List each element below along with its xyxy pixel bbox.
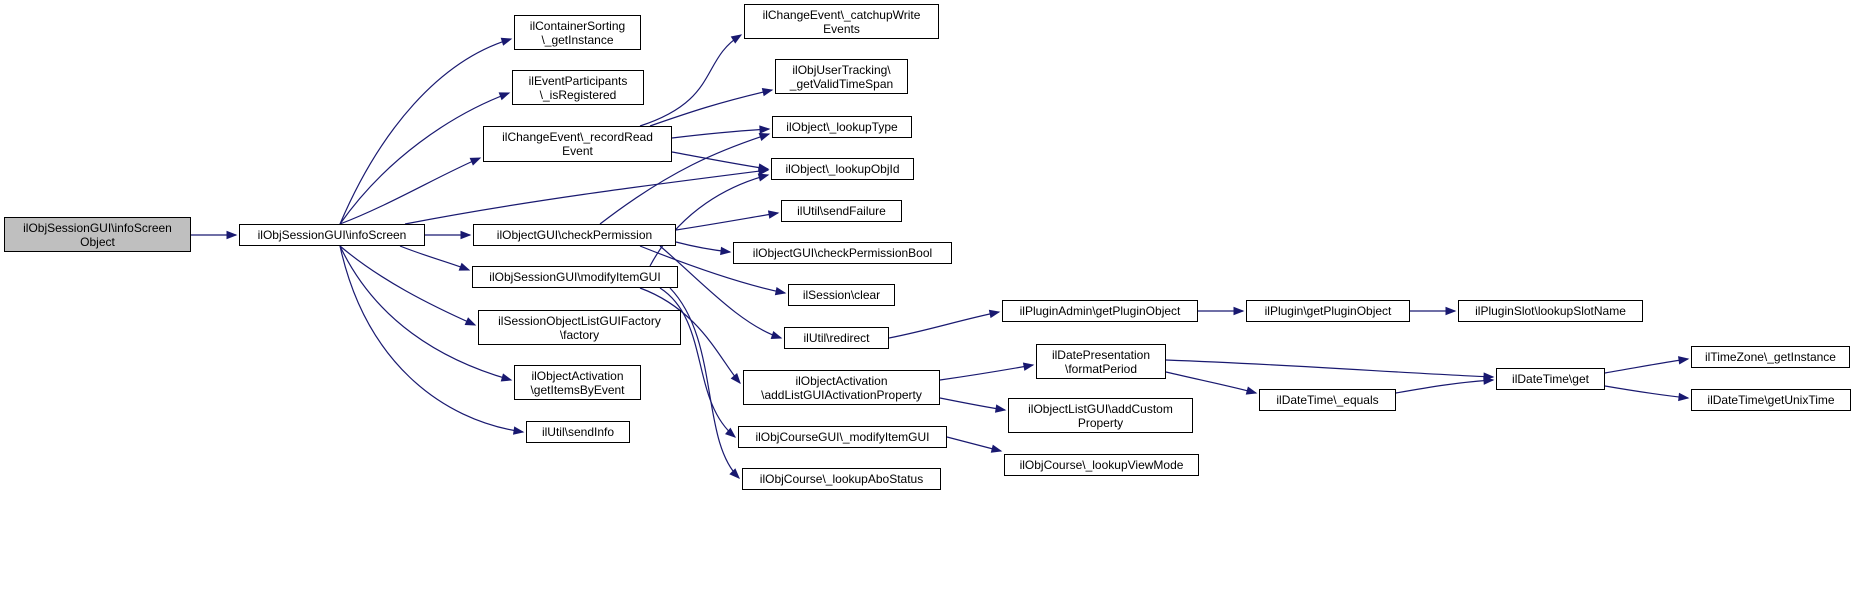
arrowhead-check-permission-to-lookup-type xyxy=(758,132,771,141)
node-redirect[interactable]: ilUtil\redirect xyxy=(784,327,889,349)
node-lookup-abo-status[interactable]: ilObjCourse\_lookupAboStatus xyxy=(742,468,941,490)
arrowhead-plugin-get-plugin-object-to-lookup-slot-name xyxy=(1445,306,1457,316)
edge-info-screen-to-send-info xyxy=(339,245,524,433)
node-course-modify-item-gui[interactable]: ilObjCourseGUI\_modifyItemGUI xyxy=(738,426,947,448)
edge-record-read-event-to-lookup-type xyxy=(671,128,770,139)
arrowhead-record-read-event-to-lookup-obj-id xyxy=(757,163,770,172)
node-info-screen[interactable]: ilObjSessionGUI\infoScreen xyxy=(239,224,425,246)
arrowhead-modify-item-gui-to-course-modify-item-gui xyxy=(725,427,737,438)
node-catchup-write-events[interactable]: ilChangeEvent\_catchupWrite Events xyxy=(744,4,939,39)
edge-info-screen-to-lookup-obj-id xyxy=(404,169,769,225)
edge-modify-item-gui-to-add-list-gui-activation-property xyxy=(639,287,741,384)
node-date-time-equals[interactable]: ilDateTime\_equals xyxy=(1259,389,1396,411)
edge-check-permission-to-redirect xyxy=(659,245,782,339)
arrowhead-info-screen-to-container-sorting xyxy=(500,37,513,46)
arrowhead-check-permission-to-send-failure xyxy=(767,210,780,219)
edge-info-screen-to-record-read-event xyxy=(339,157,481,225)
edge-check-permission-to-send-failure xyxy=(675,212,779,231)
node-lookup-type[interactable]: ilObject\_lookupType xyxy=(772,116,912,138)
edge-date-time-get-to-time-zone-get-instance xyxy=(1604,358,1689,374)
edge-modify-item-gui-to-lookup-abo-status xyxy=(669,287,740,479)
node-plugin-get-plugin-object[interactable]: ilPlugin\getPluginObject xyxy=(1246,300,1410,322)
arrowhead-info-screen-to-send-info xyxy=(512,426,525,435)
edge-format-period-to-date-time-equals xyxy=(1165,371,1257,394)
arrowhead-modify-item-gui-to-add-list-gui-activation-property xyxy=(730,373,741,385)
arrowhead-record-read-event-to-catchup-write-events xyxy=(730,34,743,44)
node-send-info[interactable]: ilUtil\sendInfo xyxy=(526,421,630,443)
edge-redirect-to-plugin-admin-get-plugin-object xyxy=(888,311,1000,339)
arrowhead-date-time-get-to-time-zone-get-instance xyxy=(1677,356,1690,365)
edge-record-read-event-to-lookup-obj-id xyxy=(671,151,769,170)
edge-modify-item-gui-to-lookup-obj-id xyxy=(649,174,769,267)
node-session-object-list-factory[interactable]: ilSessionObjectListGUIFactory \factory xyxy=(478,310,681,345)
edge-check-permission-to-lookup-type xyxy=(599,133,770,225)
node-get-valid-time-span[interactable]: ilObjUserTracking\ _getValidTimeSpan xyxy=(775,59,908,94)
node-lookup-obj-id[interactable]: ilObject\_lookupObjId xyxy=(771,158,914,180)
arrowhead-info-screen-to-session-object-list-factory xyxy=(464,317,477,326)
edge-activation-property-to-format-period xyxy=(939,364,1034,381)
node-event-participants[interactable]: ilEventParticipants \_isRegistered xyxy=(512,70,644,105)
edge-info-screen-to-container-sorting xyxy=(339,38,512,225)
node-lookup-slot-name[interactable]: ilPluginSlot\lookupSlotName xyxy=(1458,300,1643,322)
arrowhead-info-screen-to-modify-item-gui xyxy=(458,262,471,271)
node-root: ilObjSessionGUI\infoScreen Object xyxy=(4,217,191,252)
node-lookup-view-mode[interactable]: ilObjCourse\_lookupViewMode xyxy=(1004,454,1199,476)
node-format-period[interactable]: ilDatePresentation \formatPeriod xyxy=(1036,344,1166,379)
node-get-items-by-event[interactable]: ilObjectActivation \getItemsByEvent xyxy=(514,365,641,400)
edge-record-read-event-to-catchup-write-events xyxy=(639,34,742,127)
arrowhead-activation-property-to-add-custom-property xyxy=(994,404,1007,413)
edge-format-period-to-date-time-get xyxy=(1165,359,1494,378)
edge-info-screen-to-get-items-by-event xyxy=(339,245,512,381)
node-plugin-admin-get-plugin-object[interactable]: ilPluginAdmin\getPluginObject xyxy=(1002,300,1198,322)
arrowhead-activation-property-to-format-period xyxy=(1022,362,1035,371)
node-add-custom-property[interactable]: ilObjectListGUI\addCustom Property xyxy=(1008,398,1193,433)
arrowhead-info-screen-to-record-read-event xyxy=(469,157,482,166)
edge-record-read-event-to-get-valid-time-span xyxy=(649,89,773,127)
arrowhead-check-permission-to-check-permission-bool xyxy=(720,246,732,256)
arrowhead-plugin-admin-to-plugin-get-plugin-object xyxy=(1233,306,1245,316)
arrowhead-record-read-event-to-lookup-type xyxy=(759,125,771,134)
edge-modify-item-gui-to-course-modify-item-gui xyxy=(659,287,736,438)
node-add-list-gui-activation-property[interactable]: ilObjectActivation \addListGUIActivation… xyxy=(743,370,940,405)
edge-date-time-equals-to-date-time-get xyxy=(1395,379,1494,394)
arrowhead-date-time-equals-to-date-time-get xyxy=(1483,376,1495,385)
arrowhead-check-permission-to-redirect xyxy=(770,331,783,340)
arrowhead-root-to-info-screen xyxy=(226,230,238,240)
edge-info-screen-to-event-participants xyxy=(339,92,510,225)
arrowhead-course-modify-item-gui-to-lookup-view-mode xyxy=(990,444,1003,453)
node-container-sorting[interactable]: ilContainerSorting \_getInstance xyxy=(514,15,641,50)
edge-info-screen-to-session-object-list-factory xyxy=(339,245,476,326)
arrowhead-format-period-to-date-time-equals xyxy=(1245,386,1258,395)
edge-date-time-get-to-get-unix-time xyxy=(1604,385,1689,399)
node-check-permission-bool[interactable]: ilObjectGUI\checkPermissionBool xyxy=(733,242,952,264)
node-record-read-event[interactable]: ilChangeEvent\_recordRead Event xyxy=(483,126,672,162)
arrowhead-check-permission-to-session-clear xyxy=(774,286,787,296)
edge-activation-property-to-add-custom-property xyxy=(939,397,1006,411)
arrowhead-info-screen-to-check-permission xyxy=(460,230,472,240)
node-modify-item-gui[interactable]: ilObjSessionGUI\modifyItemGUI xyxy=(472,266,678,288)
arrowhead-redirect-to-plugin-admin-get-plugin-object xyxy=(988,309,1001,319)
node-date-time-get[interactable]: ilDateTime\get xyxy=(1496,368,1605,390)
node-check-permission[interactable]: ilObjectGUI\checkPermission xyxy=(473,224,676,246)
arrowhead-record-read-event-to-get-valid-time-span xyxy=(761,88,774,97)
arrowhead-modify-item-gui-to-lookup-abo-status xyxy=(729,468,740,479)
node-get-unix-time[interactable]: ilDateTime\getUnixTime xyxy=(1691,389,1851,411)
arrowhead-date-time-get-to-get-unix-time xyxy=(1678,392,1690,402)
arrowhead-info-screen-to-event-participants xyxy=(498,92,511,101)
node-send-failure[interactable]: ilUtil\sendFailure xyxy=(781,200,902,222)
arrowhead-info-screen-to-get-items-by-event xyxy=(500,373,513,382)
node-session-clear[interactable]: ilSession\clear xyxy=(788,284,895,306)
node-time-zone-get-instance[interactable]: ilTimeZone\_getInstance xyxy=(1691,346,1850,368)
edge-info-screen-to-modify-item-gui xyxy=(399,245,470,271)
edge-check-permission-to-session-clear xyxy=(639,245,786,294)
arrowhead-modify-item-gui-to-lookup-obj-id xyxy=(757,173,770,182)
